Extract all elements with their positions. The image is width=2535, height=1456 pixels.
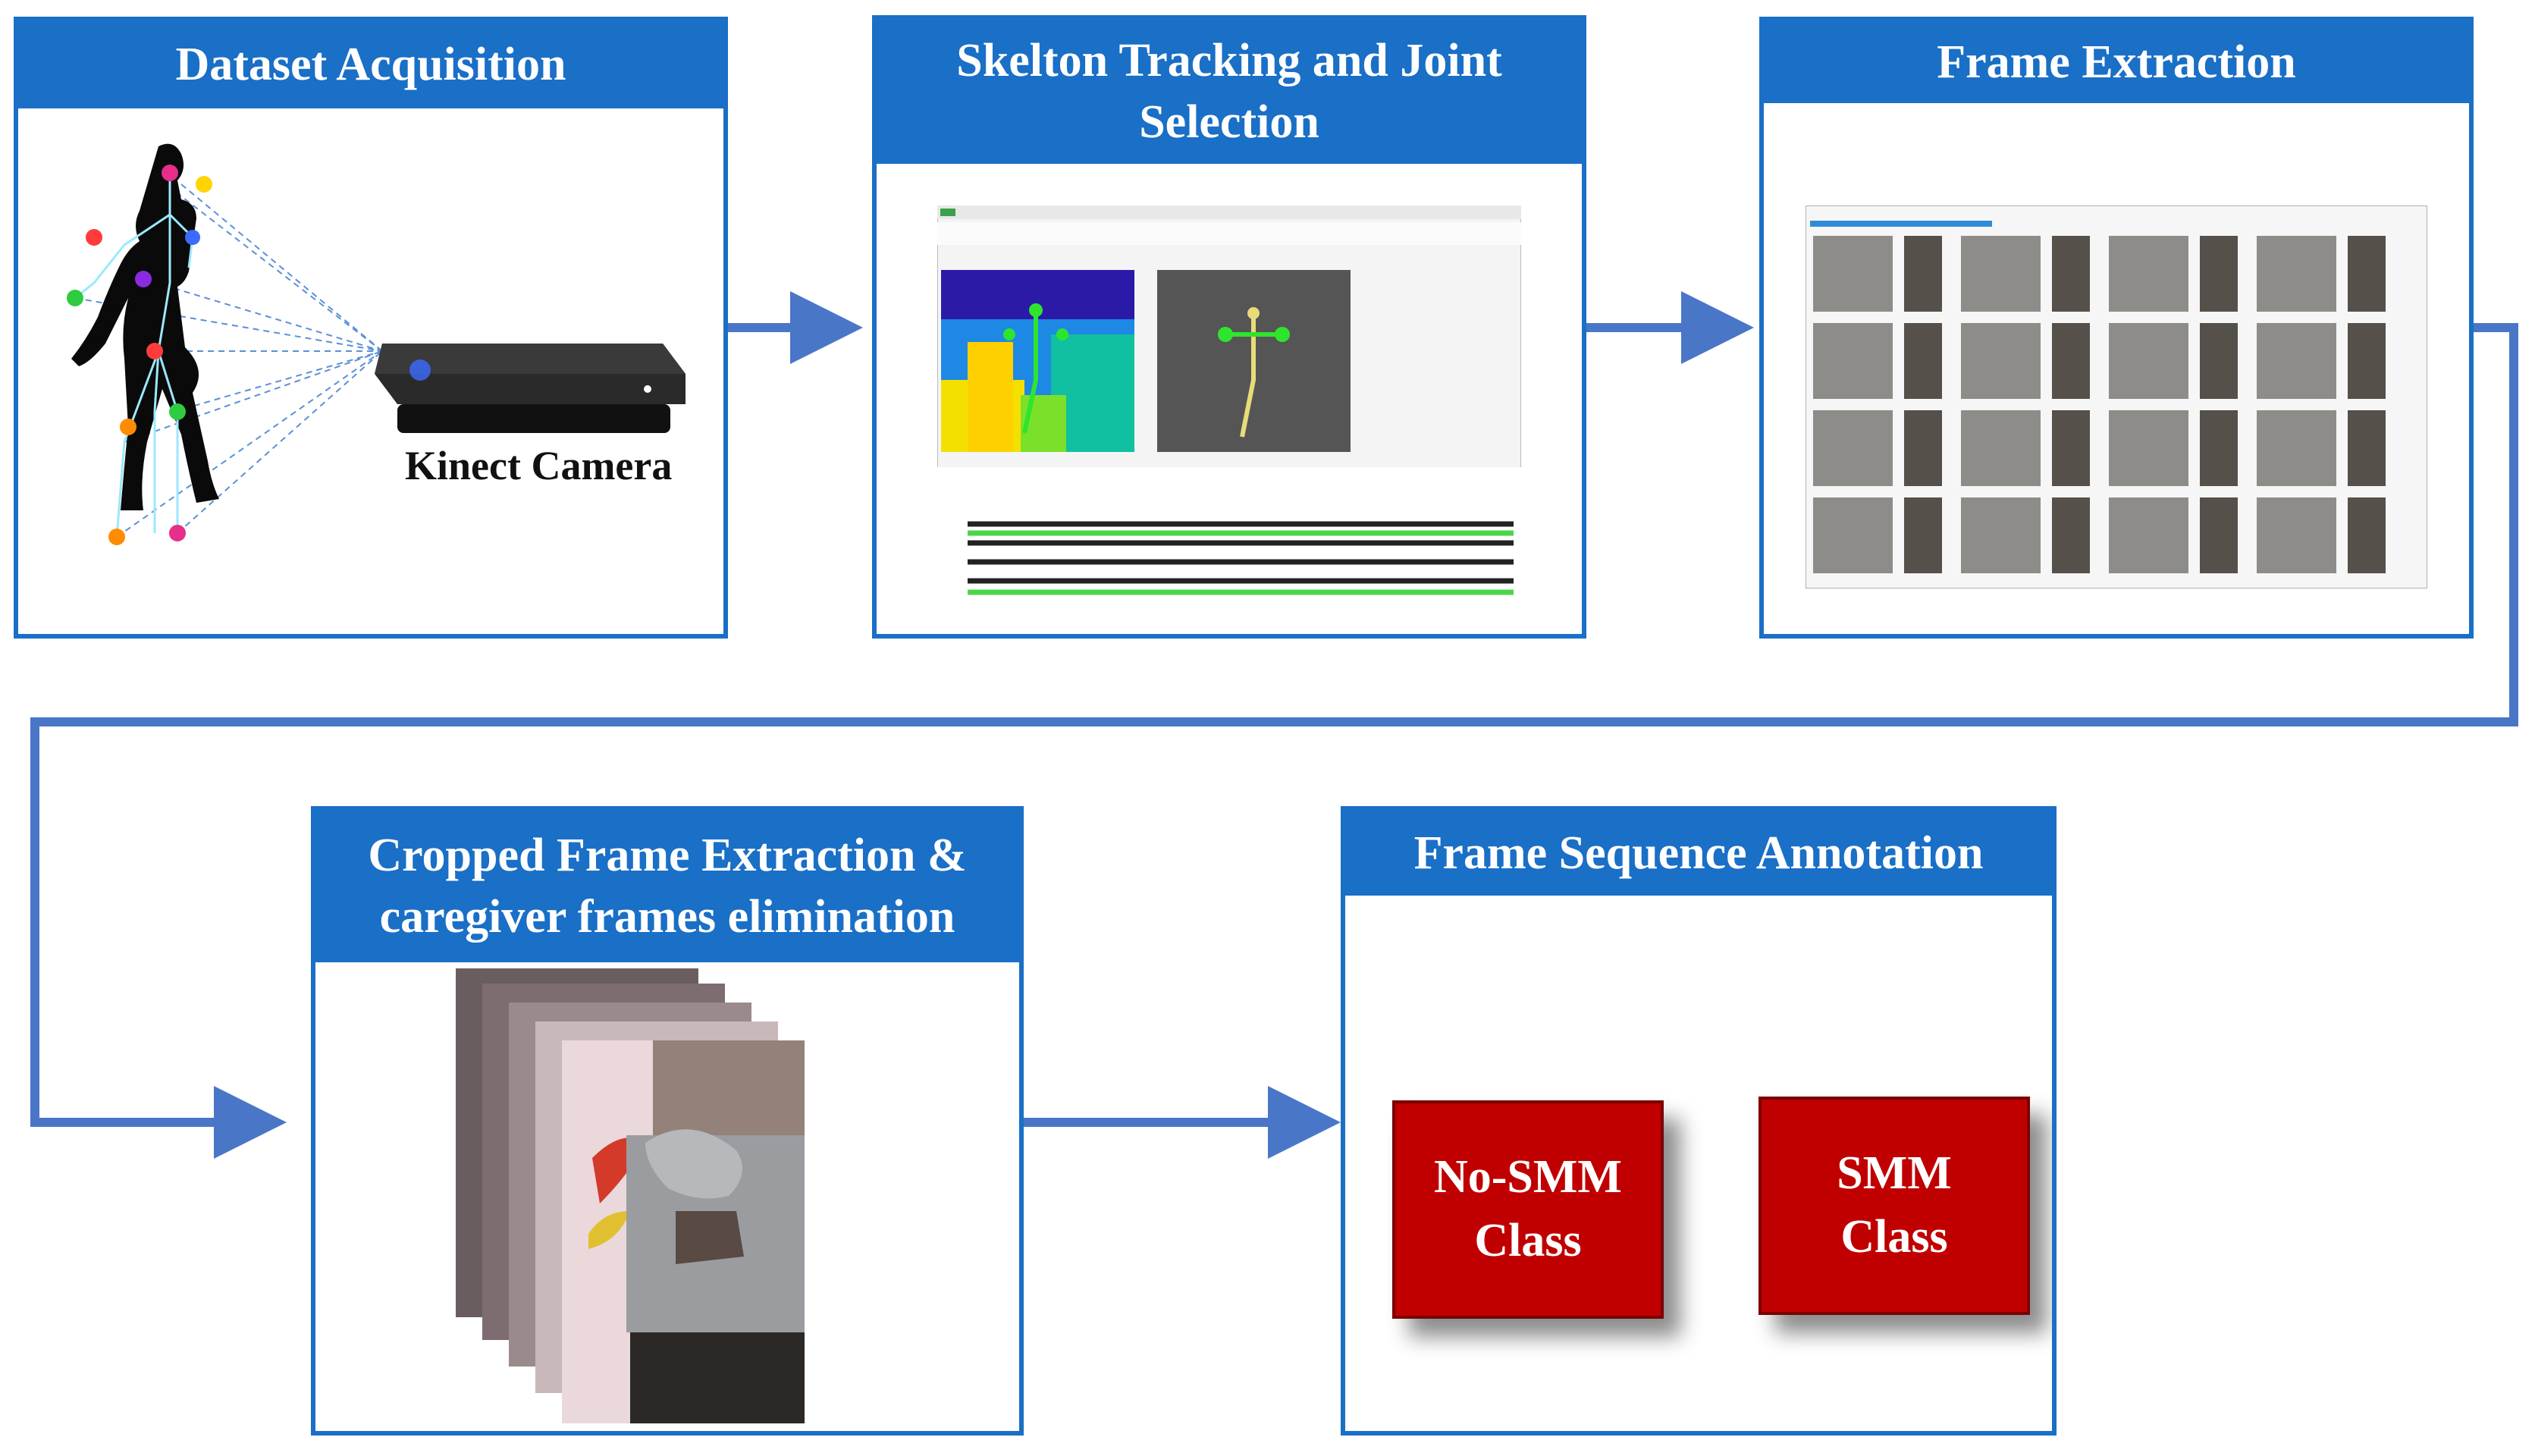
depth-map-icon (941, 270, 1134, 452)
kinect-camera-icon (375, 344, 686, 433)
stage-dataset-acquisition: Dataset Acquisition (14, 17, 728, 639)
stage-body: Kinect Camera (18, 108, 723, 634)
stage-title-line1: Skelton Tracking and Joint (956, 35, 1502, 87)
stage-title: Frame Sequence Annotation (1413, 827, 1984, 879)
stage-frame-sequence-annotation: Frame Sequence Annotation No-SMM Class S… (1341, 806, 2057, 1436)
class-label-line2: Class (1474, 1215, 1582, 1266)
stage-title-line1: Cropped Frame Extraction & (368, 830, 967, 882)
stage-skeleton-tracking: Skelton Tracking and Joint Selection (872, 15, 1586, 639)
stage-header: Skelton Tracking and Joint Selection (877, 20, 1582, 164)
stage-title-line2: Selection (1139, 96, 1319, 148)
stage-title: Frame Extraction (1937, 36, 2296, 88)
class-label-line1: SMM (1837, 1147, 1952, 1200)
class-label-line2: Class (1840, 1211, 1948, 1263)
stage-header: Frame Extraction (1764, 21, 2469, 103)
stage-title-line2: caregiver frames elimination (379, 891, 955, 943)
stage-body (877, 164, 1582, 634)
stage-body: No-SMM Class SMM Class (1345, 896, 2052, 1431)
stage-body (1764, 103, 2469, 634)
stage-body (315, 962, 1019, 1431)
kinect-camera-label: Kinect Camera (405, 443, 673, 488)
stage-title: Dataset Acquisition (175, 39, 566, 91)
stage-header: Dataset Acquisition (18, 21, 723, 108)
stage-header: Frame Sequence Annotation (1345, 811, 2052, 896)
smm-class-box: SMM Class (1758, 1097, 2030, 1315)
no-smm-class-box: No-SMM Class (1392, 1100, 1664, 1319)
skeleton-figure-icon (1157, 270, 1351, 452)
arrow-extraction-to-cropped (30, 323, 2518, 1159)
stage-cropped-frame-extraction: Cropped Frame Extraction & caregiver fra… (311, 806, 1024, 1436)
class-label-line1: No-SMM (1434, 1151, 1622, 1203)
kinect-studio-window (937, 206, 1521, 607)
stage-header: Cropped Frame Extraction & caregiver fra… (315, 811, 1019, 962)
cropped-frame-stack-icon (456, 968, 805, 1423)
human-skeleton-icon (67, 143, 383, 545)
frame-grid-icon (1806, 206, 2427, 588)
stage-frame-extraction: Frame Extraction (1759, 17, 2474, 639)
